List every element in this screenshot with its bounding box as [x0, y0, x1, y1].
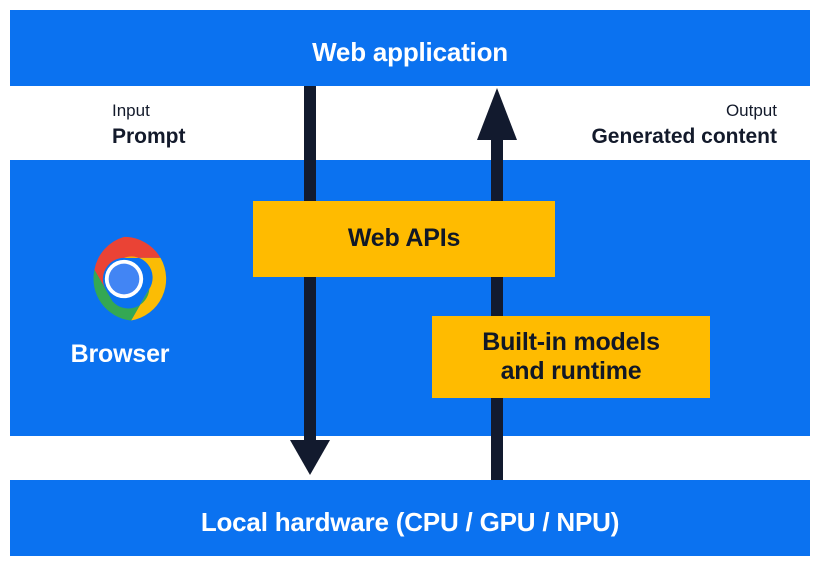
- box-builtin-models-line2: and runtime: [500, 357, 642, 385]
- band-web-application-label: Web application: [312, 37, 508, 67]
- box-builtin-models-label: Built-in models and runtime: [482, 328, 660, 387]
- chrome-logo-icon: [78, 233, 170, 325]
- flow-label-input: Input Prompt: [112, 102, 186, 147]
- band-local-hardware-label: Local hardware (CPU / GPU / NPU): [200, 507, 620, 537]
- box-web-apis: Web APIs: [253, 201, 555, 277]
- box-builtin-models: Built-in models and runtime: [432, 316, 710, 398]
- band-browser-label: Browser: [70, 340, 170, 368]
- box-builtin-models-line1: Built-in models: [482, 327, 660, 356]
- flow-label-input-value: Prompt: [112, 125, 186, 148]
- band-local-hardware: Local hardware (CPU / GPU / NPU): [10, 480, 810, 556]
- box-web-apis-label: Web APIs: [347, 224, 461, 253]
- flow-label-output-kind: Output: [725, 101, 777, 120]
- band-web-application: Web application: [10, 10, 810, 86]
- flow-label-input-kind: Input: [112, 101, 150, 120]
- flow-label-output-value: Generated content: [591, 125, 777, 148]
- flow-label-output: Output Generated content: [591, 102, 777, 147]
